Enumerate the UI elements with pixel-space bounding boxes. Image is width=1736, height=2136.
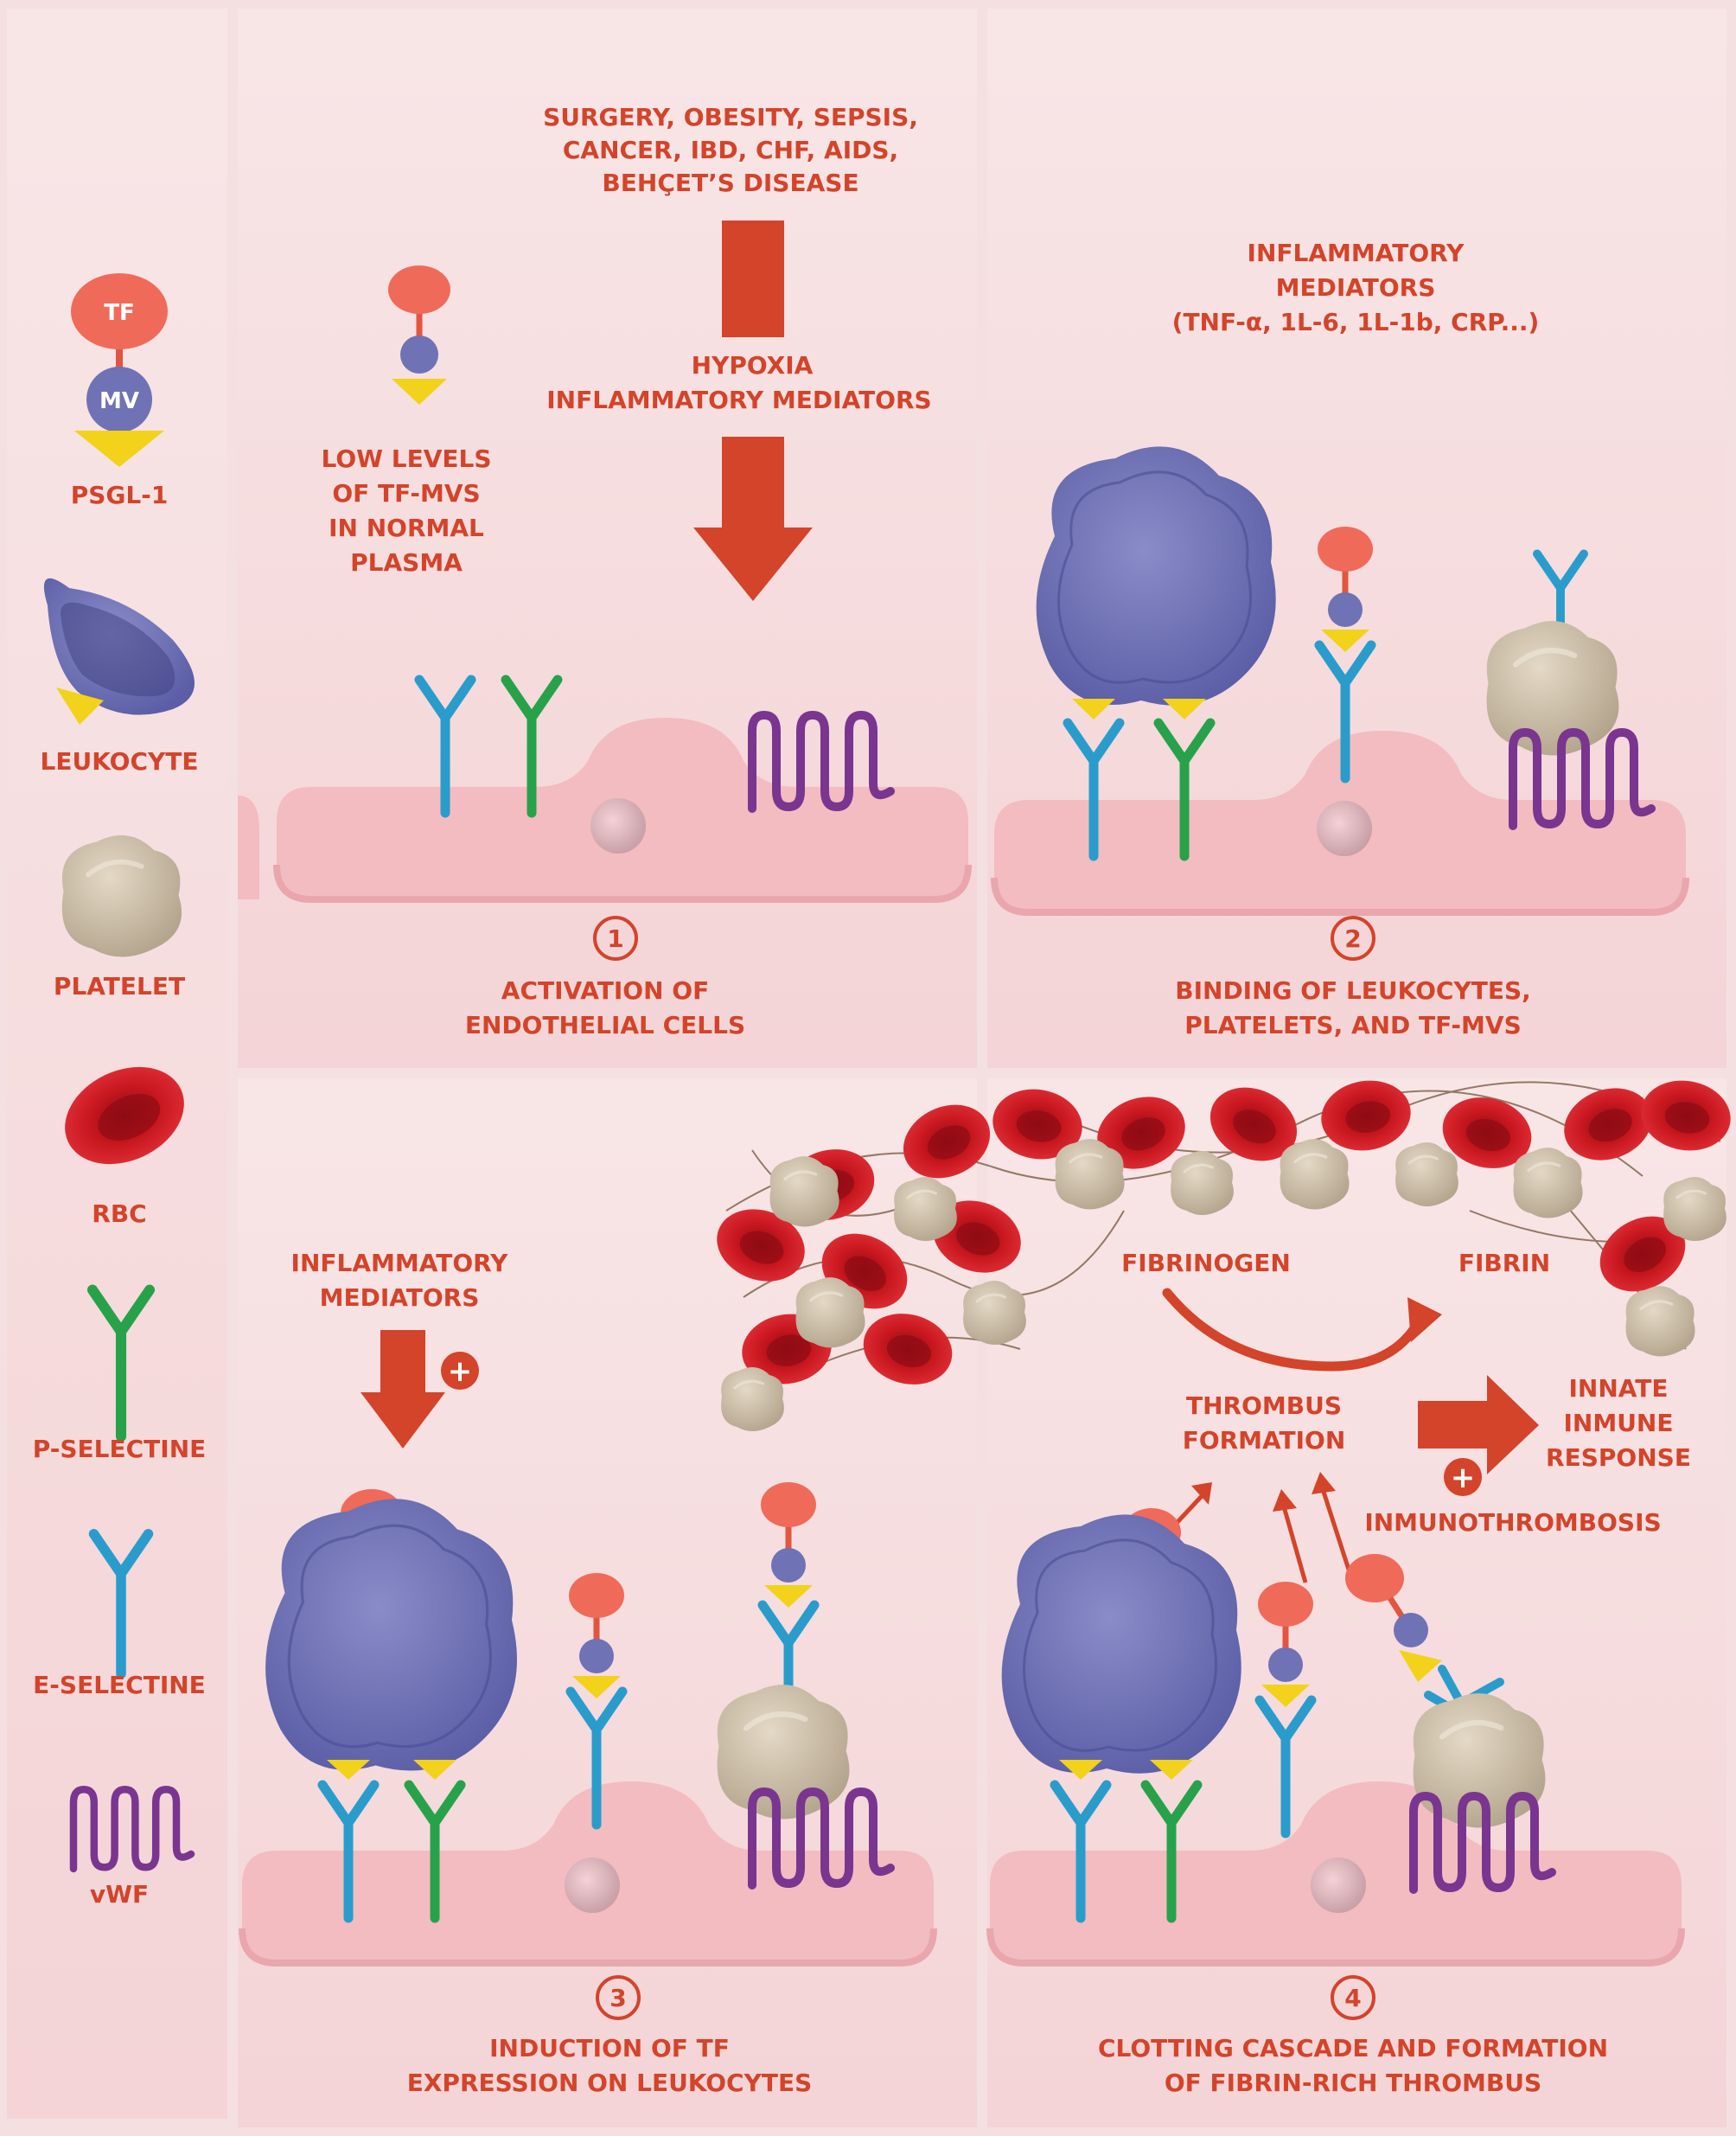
panel-1-caption-2: ENDOTHELIAL CELLS bbox=[465, 1011, 745, 1039]
panel-1-number-circle bbox=[593, 916, 638, 961]
panel-4-small-arrows bbox=[1164, 1472, 1351, 1583]
legend-platelet-label: PLATELET bbox=[54, 972, 185, 1001]
panel-1-low-levels-4: PLASMA bbox=[350, 548, 463, 577]
legend-vwf-label: vWF bbox=[90, 1880, 149, 1909]
panel-3-number: 3 bbox=[610, 1984, 626, 2012]
panel-4-tf-mv-1 bbox=[1258, 1582, 1313, 1707]
panel-1-arrow-top bbox=[722, 221, 784, 337]
panel-4-innate-1: INNATE bbox=[1568, 1374, 1668, 1403]
panel-3-tf-mv-1 bbox=[569, 1573, 624, 1698]
legend-mv-label: MV bbox=[99, 388, 139, 414]
legend-p-selectine-label: P-SELECTINE bbox=[33, 1435, 207, 1463]
panel-3-plus: + bbox=[448, 1354, 473, 1389]
panel-2-leukocyte bbox=[1035, 444, 1278, 707]
panel-2-mediators: INFLAMMATORY MEDIATORS (TNF-α, 1L-6, 1L-… bbox=[1172, 239, 1540, 336]
panel-2-tf-mv bbox=[1318, 527, 1373, 652]
panel-2-number-circle bbox=[1331, 916, 1375, 961]
panel-4-immunothrombosis: INMUNOTHROMBOSIS bbox=[1364, 1508, 1661, 1537]
legend-leukocyte: LEUKOCYTE bbox=[41, 578, 199, 776]
panel-4-fibrin: FIBRIN bbox=[1458, 1249, 1550, 1277]
panel-1-causes-line-1: SURGERY, OBESITY, SEPSIS, bbox=[543, 103, 918, 131]
panel-4-tf-mv-2 bbox=[1345, 1554, 1504, 1724]
legend-e-selectine-label: E-SELECTINE bbox=[33, 1671, 206, 1699]
panel-4-innate-2: INMUNE bbox=[1563, 1409, 1673, 1437]
legend-tf-label: TF bbox=[104, 300, 135, 326]
panel-2-mediators-3: (TNF-α, 1L-6, 1L-1b, CRP...) bbox=[1172, 308, 1540, 336]
legend-psgl-label: PSGL-1 bbox=[71, 481, 169, 509]
panel-4-leukocyte bbox=[1000, 1512, 1243, 1775]
panel-1-trigger-line-1: HYPOXIA bbox=[692, 351, 814, 380]
panel-1-low-levels-2: OF TF-MVS bbox=[332, 479, 480, 508]
legend-rbc bbox=[65, 1066, 184, 1165]
panel-4-conversion-arrow bbox=[1162, 1288, 1423, 1372]
panel-1-trigger-line-2: INFLAMMATORY MEDIATORS bbox=[546, 386, 931, 414]
panel-4-caption-2: OF FIBRIN-RICH THROMBUS bbox=[1165, 2069, 1541, 2097]
legend-leukocyte-label: LEUKOCYTE bbox=[41, 747, 199, 776]
panel-3-plus-circle bbox=[441, 1352, 479, 1390]
panel-3-arrow-down bbox=[361, 1330, 445, 1449]
panel-1-causes-line-3: BEHÇET’S DISEASE bbox=[602, 169, 858, 197]
panel-2-mediators-2: MEDIATORS bbox=[1276, 273, 1436, 302]
panel-3-leukocyte bbox=[264, 1497, 519, 1773]
panel-1-causes: SURGERY, OBESITY, SEPSIS, CANCER, IBD, C… bbox=[543, 103, 918, 197]
panel-1-low-levels: LOW LEVELS OF TF-MVS IN NORMAL PLASMA bbox=[321, 444, 491, 577]
panel-2-caption-2: PLATELETS, AND TF-MVS bbox=[1184, 1011, 1521, 1039]
panel-2-mediators-1: INFLAMMATORY bbox=[1248, 239, 1465, 267]
panel-2-number: 2 bbox=[1344, 924, 1361, 953]
legend-tf-mv-psgl: TF MV PSGL-1 bbox=[71, 273, 169, 509]
panel-1-number: 1 bbox=[607, 924, 623, 953]
panel-1-neighbor-cell bbox=[238, 796, 259, 899]
panel-1-low-levels-3: IN NORMAL bbox=[329, 514, 484, 542]
panel-4-plus-circle bbox=[1444, 1458, 1482, 1496]
legend-rbc-label: RBC bbox=[92, 1199, 146, 1228]
panel-3-mediators-1: INFLAMMATORY bbox=[291, 1249, 509, 1277]
thrombus-cluster bbox=[706, 1073, 1736, 1433]
panel-1-arrow-down bbox=[693, 437, 813, 601]
panel-4-conversion-arrowhead bbox=[1407, 1297, 1442, 1342]
panel-4-plus: + bbox=[1451, 1461, 1476, 1495]
panel-3-number-circle bbox=[596, 1975, 641, 2020]
panel-3-mediators-2: MEDIATORS bbox=[320, 1283, 480, 1312]
panel-2-caption-1: BINDING OF LEUKOCYTES, bbox=[1175, 976, 1531, 1005]
panel-4-thrombus-1: THROMBUS bbox=[1186, 1391, 1342, 1420]
panel-3-caption-1: INDUCTION OF TF bbox=[489, 2034, 730, 2062]
panel-4-thrombus-2: FORMATION bbox=[1183, 1426, 1346, 1455]
panel-3-caption-2: EXPRESSION ON LEUKOCYTES bbox=[407, 2069, 813, 2097]
panel-4-number: 4 bbox=[1344, 1984, 1361, 2012]
panel-1-tf-mv bbox=[388, 265, 450, 405]
panel-3-tf-mv-2 bbox=[761, 1482, 816, 1608]
panel-4-innate-3: RESPONSE bbox=[1546, 1443, 1691, 1472]
panel-1-low-levels-1: LOW LEVELS bbox=[321, 444, 491, 473]
panel-4-fibrinogen: FIBRINOGEN bbox=[1121, 1249, 1291, 1277]
panel-4-caption-1: CLOTTING CASCADE AND FORMATION bbox=[1098, 2034, 1608, 2062]
panel-4-number-circle bbox=[1331, 1975, 1375, 2020]
panel-1-caption-1: ACTIVATION OF bbox=[501, 976, 709, 1005]
panel-3-mediators: INFLAMMATORY MEDIATORS bbox=[291, 1249, 509, 1312]
panel-4-innate-arrow bbox=[1418, 1375, 1539, 1474]
legend-psgl-triangle bbox=[74, 431, 164, 467]
panel-1-causes-line-2: CANCER, IBD, CHF, AIDS, bbox=[563, 136, 898, 164]
